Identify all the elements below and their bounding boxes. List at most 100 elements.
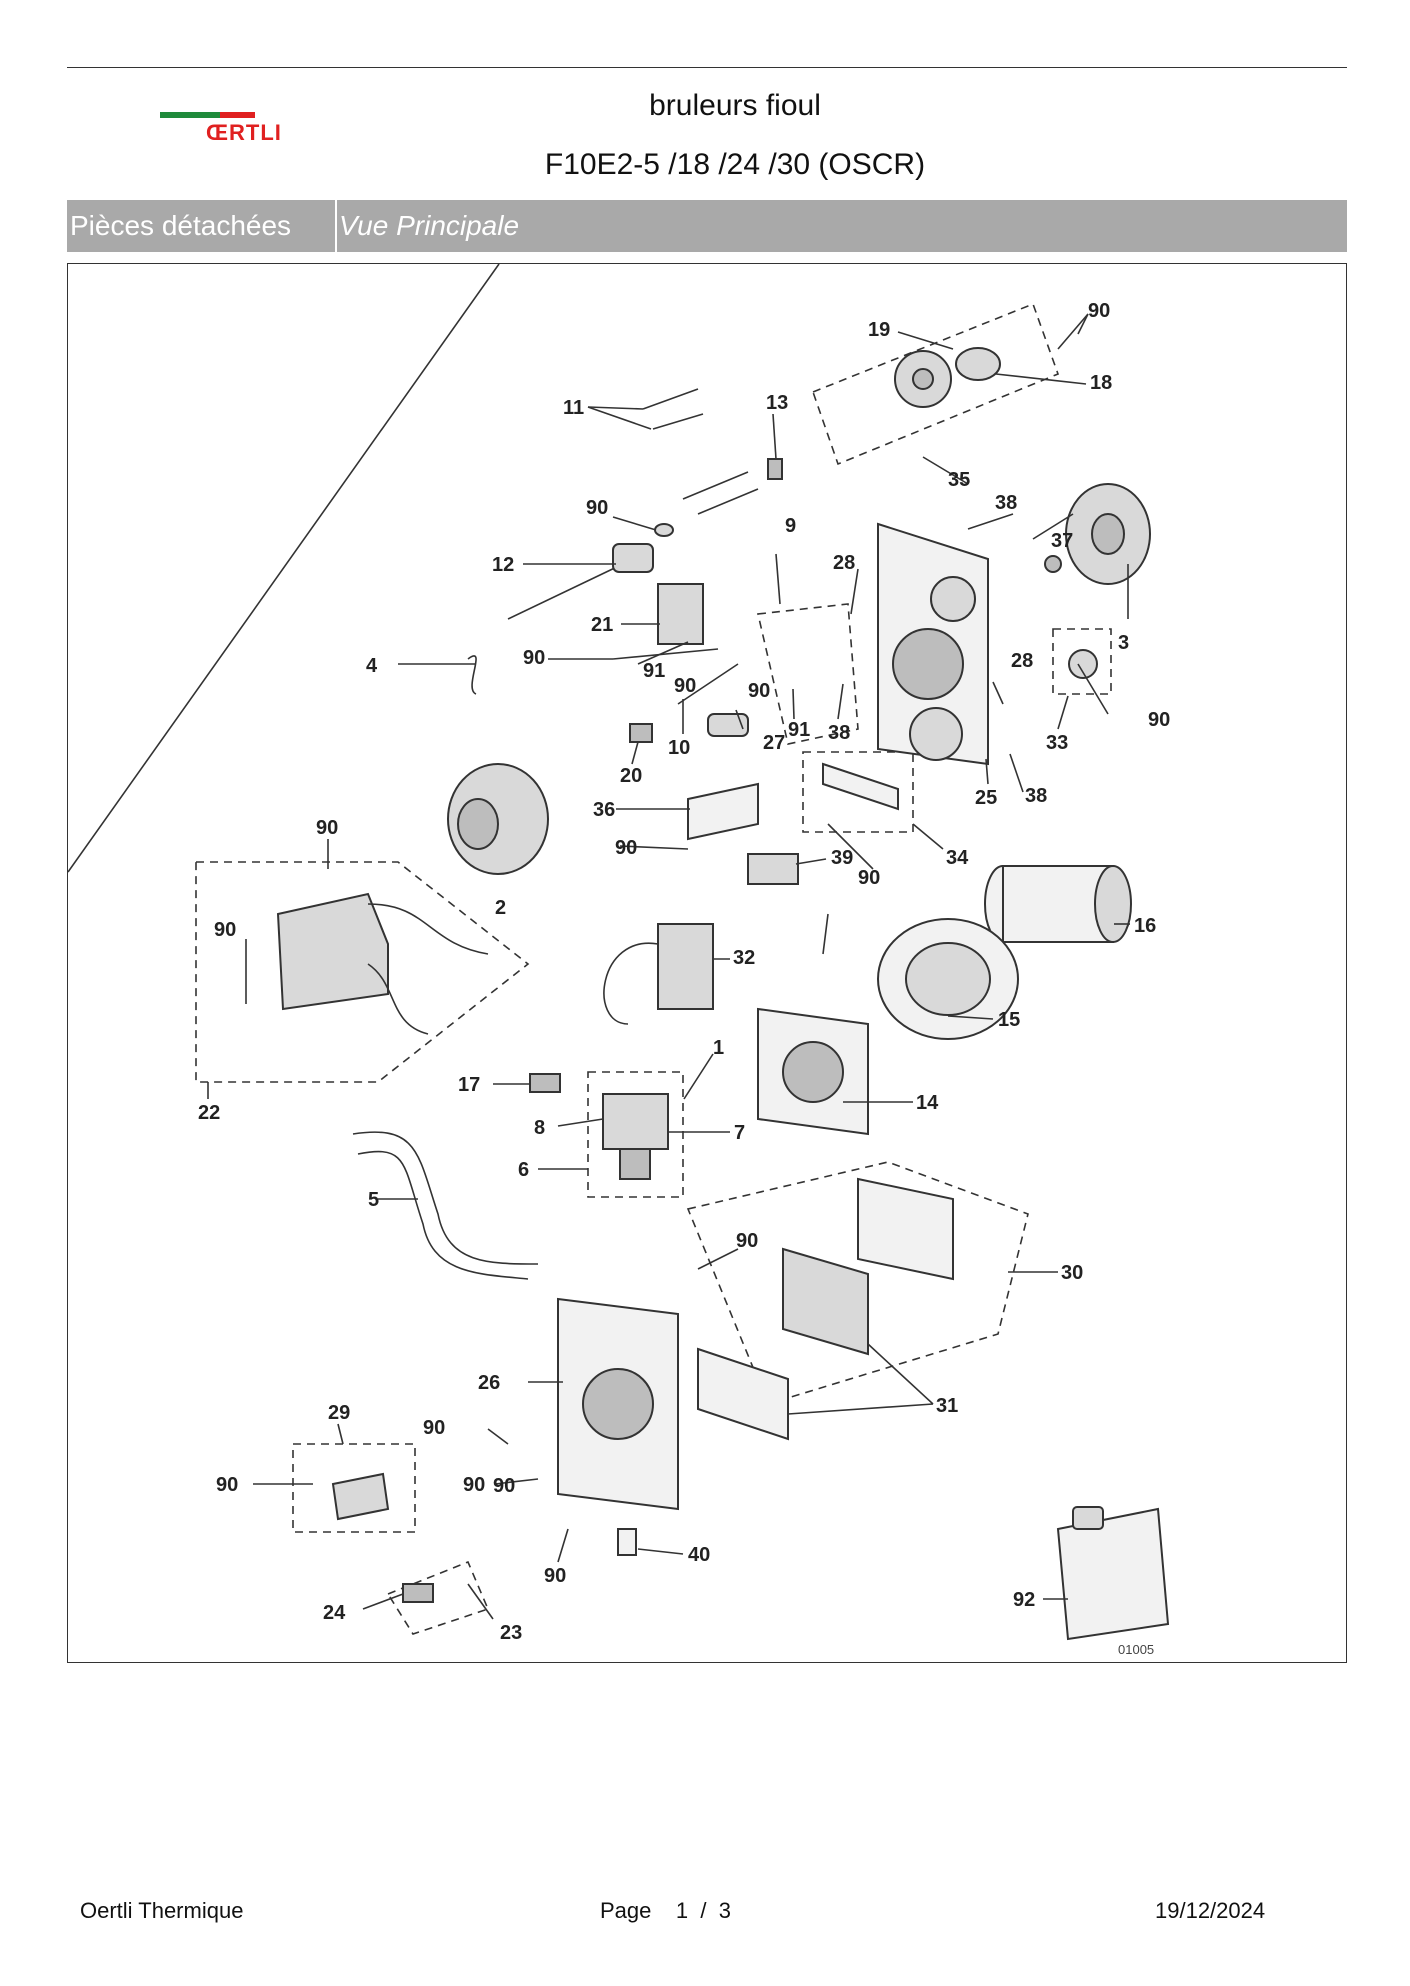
nozzle-part (767, 458, 783, 480)
tab-parts[interactable]: Pièces détachées (70, 210, 292, 241)
housing-front-part (877, 522, 989, 766)
group-box-19 (811, 302, 1060, 466)
ignition-unit-part (603, 923, 714, 1025)
relay-part-39 (747, 853, 799, 885)
logo-text: ŒRTLI (206, 120, 282, 145)
ignition-transformer-part (657, 583, 704, 645)
turbine-head-part (894, 347, 1001, 408)
photocell-part (629, 723, 653, 743)
page-label: Page (600, 1898, 652, 1923)
part-label: 25 (975, 787, 997, 809)
part-label: 1 (713, 1037, 724, 1059)
part-label: 90 (736, 1230, 758, 1252)
part-label: 35 (948, 469, 970, 491)
part-label: 90 (586, 497, 608, 519)
header-rule (67, 67, 1347, 68)
tab-separator (335, 200, 337, 252)
part-label: 5 (368, 1189, 379, 1211)
part-label: 90 (523, 647, 545, 669)
oertli-logo: ŒRTLI (160, 112, 310, 152)
part-label: 16 (1134, 915, 1156, 937)
part-label: 90 (544, 1565, 566, 1587)
part-label: 20 (620, 765, 642, 787)
part-label: 21 (591, 614, 613, 636)
group-box-34 (802, 751, 914, 833)
part-label: 24 (323, 1602, 346, 1624)
cable-part (467, 655, 477, 695)
part-label: 19 (868, 319, 890, 341)
gasket-part (877, 918, 1019, 1040)
part-label: 13 (766, 392, 788, 414)
motor-part (447, 763, 549, 875)
page-current: 1 (675, 1898, 689, 1923)
part-label: 31 (936, 1395, 958, 1417)
part-label: 91 (788, 719, 810, 741)
part-label: 90 (748, 680, 770, 702)
nut-part (1044, 555, 1062, 573)
control-box-part (276, 892, 489, 1035)
page-total: 3 (718, 1898, 731, 1923)
coupling-part (1068, 649, 1098, 679)
cover-part (857, 1177, 954, 1281)
part-label: 28 (1011, 650, 1033, 672)
part-label: 30 (1061, 1262, 1083, 1284)
electrodes-part (642, 388, 759, 515)
part-label: 4 (366, 655, 378, 677)
part-label: 3 (1118, 632, 1129, 654)
part-label: 6 (518, 1159, 529, 1181)
part-label: 40 (688, 1544, 710, 1566)
part-label: 90 (463, 1474, 485, 1496)
exploded-view-frame: 90 19 18 11 13 35 38 37 90 12 21 9 28 3 … (67, 263, 1347, 1663)
part-label: 90 (1148, 709, 1170, 731)
part-label: 9 (785, 515, 796, 537)
part-label: 10 (668, 737, 690, 759)
part-label: 37 (1051, 530, 1073, 552)
part-label: 91 (643, 660, 665, 682)
part-label: 38 (1025, 785, 1047, 807)
section-tabbar: Pièces détachées Vue Principale (67, 200, 1347, 252)
logo-red-bar (220, 112, 255, 118)
part-label: 2 (495, 897, 506, 919)
pump-part (602, 1093, 669, 1180)
part-label: 29 (328, 1402, 350, 1424)
oil-can-part (1056, 1506, 1170, 1641)
fan-wheel-part (1065, 483, 1151, 585)
part-label: 90 (423, 1417, 445, 1439)
nozzle-line-part (507, 543, 654, 620)
part-label: 26 (478, 1372, 500, 1394)
group-box-22 (195, 861, 530, 1083)
housing-rear-part (557, 1297, 679, 1511)
document-title: bruleurs fioul (649, 89, 821, 122)
hoses-part (352, 1131, 539, 1280)
part-label: 38 (828, 722, 850, 744)
part-label: 90 (316, 817, 338, 839)
part-label: 90 (493, 1475, 515, 1497)
part-label: 32 (733, 947, 755, 969)
part-label: 36 (593, 799, 615, 821)
blast-tube-part (984, 865, 1132, 943)
exploded-view-diagram: 90 19 18 11 13 35 38 37 90 12 21 9 28 3 … (68, 264, 1170, 1657)
bracket-part-34 (822, 762, 899, 811)
cover-plate-part-29 (331, 1472, 390, 1521)
part-label: 33 (1046, 732, 1068, 754)
tab-main-view[interactable]: Vue Principale (339, 210, 520, 241)
part-label: 17 (458, 1074, 480, 1096)
part-label: 14 (916, 1092, 939, 1114)
document-model: F10E2-5 /18 /24 /30 (OSCR) (544, 148, 926, 181)
part-label: 90 (674, 675, 696, 697)
part-label: 90 (1088, 300, 1110, 322)
part-label: 34 (946, 847, 969, 869)
bracket-part-36 (687, 782, 759, 841)
footer-pagination: Page 1 / 3 (600, 1898, 731, 1924)
part-label: 22 (198, 1102, 220, 1124)
group-box-6 (587, 1071, 684, 1198)
part-label: 23 (500, 1622, 522, 1644)
footer-company: Oertli Thermique (80, 1898, 244, 1923)
panel-part-31 (782, 1247, 869, 1356)
logo-green-bar (160, 112, 220, 118)
leader-lines (68, 264, 1130, 1620)
part-label: 18 (1090, 372, 1112, 394)
flange-part (757, 1007, 869, 1136)
part-label: 8 (534, 1117, 545, 1139)
part-label: 90 (214, 919, 236, 941)
